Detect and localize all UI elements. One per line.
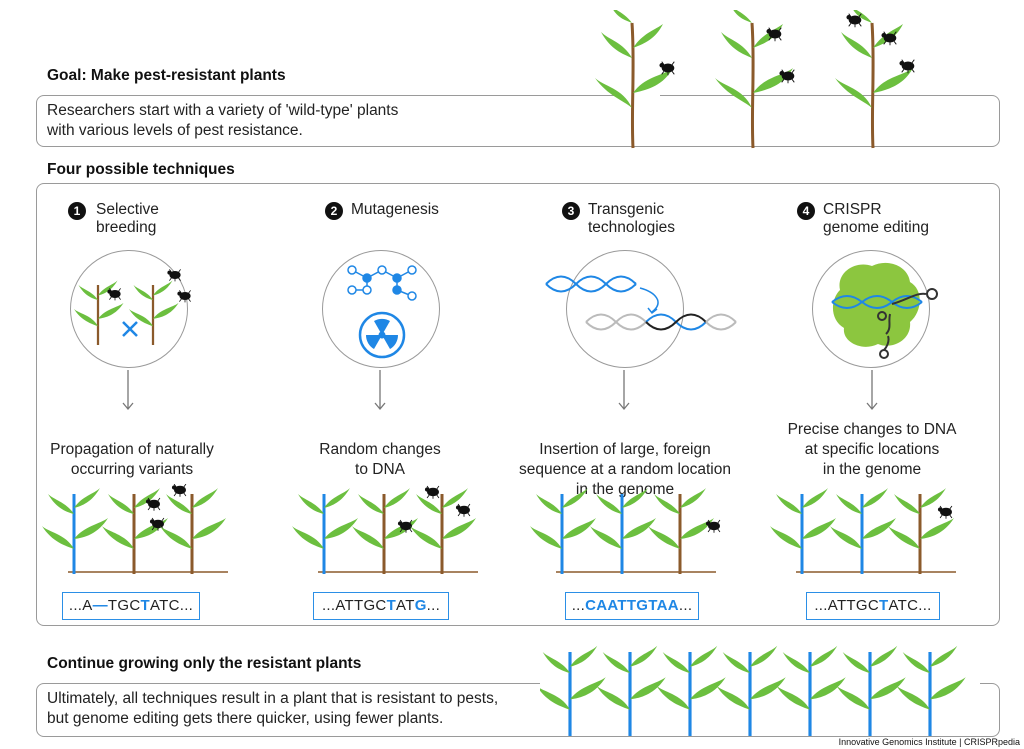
result-plants-1 — [40, 484, 228, 576]
transgenic-illustration — [545, 275, 737, 331]
goal-line-1: Researchers start with a variety of 'wil… — [47, 102, 399, 119]
mutagenesis-illustration — [347, 265, 417, 359]
continue-heading: Continue growing only the resistant plan… — [47, 655, 362, 672]
result-plants-4 — [768, 486, 956, 576]
techniques-heading: Four possible techniques — [47, 161, 235, 178]
transgenic-circle — [566, 250, 684, 368]
crispr-illustration — [831, 262, 938, 359]
selective-breeding-illustration — [72, 268, 192, 347]
technique-title-2: Mutagenesis — [351, 201, 439, 218]
goal-heading: Goal: Make pest-resistant plants — [47, 67, 286, 84]
techniques-box — [36, 183, 1000, 626]
cross-icon — [122, 321, 138, 337]
dna-sequence-2: ...ATTGCTATG... — [313, 592, 449, 620]
wild-type-plants-illustration — [593, 10, 915, 150]
technique-number-1: 1 — [68, 202, 86, 220]
foreign-dna-icon — [545, 275, 637, 293]
wild-type-plant-2 — [713, 10, 795, 150]
goal-box — [36, 95, 1000, 147]
bug-icon — [899, 59, 915, 74]
dna-sequence-3: ...CAATTGTAA... — [565, 592, 699, 620]
continue-box — [36, 683, 1000, 737]
technique-number-3: 3 — [562, 202, 580, 220]
footer-credit: Innovative Genomics Institute | CRISPRpe… — [838, 737, 1020, 747]
continue-line-1: Ultimately, all techniques result in a p… — [47, 690, 499, 707]
arrow-down-icon — [122, 370, 134, 411]
insertion-arrow-icon — [639, 287, 659, 313]
continue-line-2: but genome editing gets there quicker, u… — [47, 710, 444, 727]
goal-line-2: with various levels of pest resistance. — [47, 122, 303, 139]
genome-dna-icon — [585, 313, 737, 331]
resistant-plants-row — [540, 644, 980, 738]
cas9-protein-icon — [832, 262, 920, 347]
arrow-down-icon — [866, 370, 878, 411]
goal-description: Researchers start with a variety of 'wil… — [47, 101, 398, 141]
dna-sequence-4: ...ATTGCTATC... — [806, 592, 940, 620]
dna-sequence-1: ...A—TGCTATC... — [62, 592, 200, 620]
arrow-down-icon — [374, 370, 386, 411]
arrow-down-icon — [618, 370, 630, 411]
molecule-icon — [347, 265, 417, 301]
result-plants-2 — [290, 485, 478, 576]
continue-description: Ultimately, all techniques result in a p… — [47, 689, 498, 729]
wild-type-plant-1 — [593, 10, 675, 150]
technique-number-2: 2 — [325, 202, 343, 220]
guide-rna-icon — [877, 288, 938, 359]
wild-type-plant-3 — [833, 10, 915, 150]
dna-strand-icon — [831, 295, 923, 309]
radiation-icon — [358, 311, 406, 359]
result-plants-3 — [528, 486, 721, 576]
technique-number-4: 4 — [797, 202, 815, 220]
